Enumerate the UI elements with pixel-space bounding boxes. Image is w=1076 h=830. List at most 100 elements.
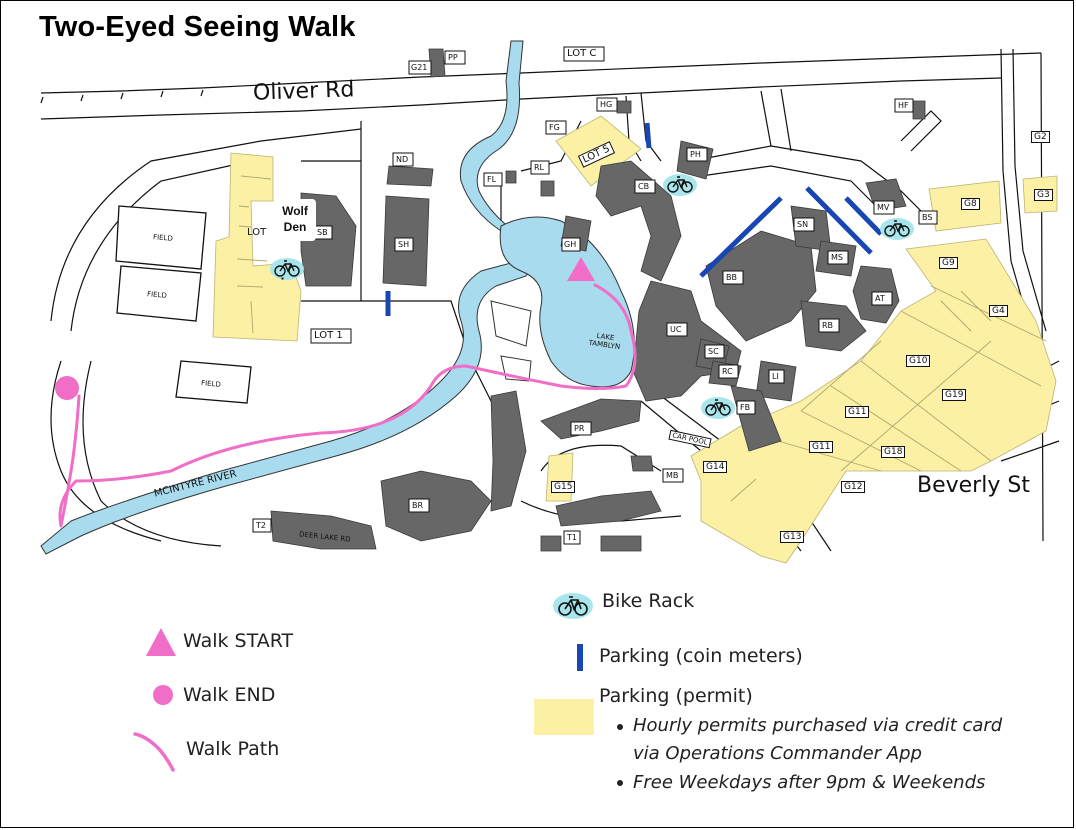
building-label-pr: PR <box>574 424 585 433</box>
permit-label-g8: G8 <box>961 198 980 210</box>
label-boxes <box>252 50 938 545</box>
building-label-fl: FL <box>487 175 497 184</box>
building-label-sn: SN <box>797 220 809 229</box>
building-res-south <box>270 510 377 550</box>
building-label-ph: PH <box>690 150 701 159</box>
legend-path-line <box>133 732 175 772</box>
legend-walk-end: Walk END <box>183 684 276 706</box>
building-label-nd: ND <box>396 155 409 164</box>
building-label-gh: GH <box>564 240 577 249</box>
building-misc1 <box>540 535 562 552</box>
legend-bullet-1 <box>617 724 623 730</box>
building-fl <box>505 170 517 184</box>
permit-label-g13: G13 <box>780 531 805 543</box>
building-label-ms: MS <box>831 253 843 262</box>
building-res-mid <box>555 490 662 527</box>
field-north <box>115 205 207 270</box>
building-mb <box>630 455 654 472</box>
permit-label-g9: G9 <box>939 257 958 269</box>
road-label-beverly: Beverly St <box>917 473 1030 498</box>
sports-fields <box>115 205 252 404</box>
legend-walk-start: Walk START <box>183 630 294 652</box>
legend-bike-rack: Bike Rack <box>602 590 695 612</box>
legend-note-1-line-1: Hourly permits purchased via credit card <box>633 715 1003 736</box>
building-label-at: AT <box>875 294 885 303</box>
permit-lot-g9-g4 <box>690 238 1057 564</box>
walk-path <box>58 283 637 528</box>
building-misc2 <box>600 535 642 552</box>
page-title: Two-Eyed Seeing Walk <box>39 11 356 43</box>
building-label-rb: RB <box>822 321 834 330</box>
building-nd <box>386 165 434 187</box>
bike-racks <box>270 174 914 419</box>
field-south <box>116 265 202 322</box>
lot-label-boxes <box>310 46 605 344</box>
bike-rack-marker <box>701 397 735 419</box>
coin-meter-3 <box>699 196 783 278</box>
building-label-hf: HF <box>898 101 909 110</box>
building-label-cb: CB <box>638 182 650 191</box>
building-label-li: LI <box>772 372 779 381</box>
building-label-sc: SC <box>708 347 719 356</box>
legend-note-1-line-2: via Operations Commander App <box>633 743 922 764</box>
wolf-den-line1: Wolf <box>282 204 308 218</box>
bike-rack-marker <box>880 218 914 240</box>
mcintyre-river <box>40 40 533 555</box>
legend-bullet-2 <box>617 780 623 786</box>
building-label-pp: PP <box>448 53 458 62</box>
permit-label-g15: G15 <box>551 481 576 493</box>
bike-rack-marker <box>663 174 697 196</box>
permit-label-g19: G19 <box>942 389 967 401</box>
lot-label-west: LOT <box>247 227 267 238</box>
walk-start-marker <box>567 257 595 281</box>
building-label-t2: T2 <box>256 521 266 530</box>
building-pr-row <box>540 398 642 440</box>
coin-meter-4 <box>805 186 873 255</box>
bike-rack-marker <box>270 258 304 280</box>
permit-label-g18: G18 <box>881 446 906 458</box>
building-label-uc: UC <box>670 325 682 334</box>
permit-label-g14: G14 <box>703 461 728 473</box>
building-hf <box>912 100 926 120</box>
legend-coin-meters: Parking (coin meters) <box>599 645 803 667</box>
building-label-fg: FG <box>549 123 560 132</box>
legend-note-2: Free Weekdays after 9pm & Weekends <box>633 772 986 793</box>
building-label-fb: FB <box>740 403 751 412</box>
permit-label-g10: G10 <box>906 355 931 367</box>
legend-end-circle <box>153 685 173 705</box>
lot-label-1: LOT 1 <box>314 330 343 341</box>
building-rl <box>540 180 555 197</box>
building-label-bb: BB <box>726 273 737 282</box>
permit-label-g3: G3 <box>1034 189 1053 201</box>
building-label-br: BR <box>412 501 424 510</box>
permit-label-g11b: G11 <box>809 441 834 453</box>
building-label-rc: RC <box>722 367 733 376</box>
wolf-den-line2: Den <box>283 220 307 234</box>
wolf-den-label: Wolf Den <box>274 199 316 241</box>
permit-label-g12: G12 <box>841 481 866 493</box>
building-cb <box>595 160 682 282</box>
field-east <box>175 360 252 404</box>
permit-label-g4: G4 <box>989 305 1008 317</box>
building-label-rl: RL <box>534 163 545 172</box>
legend-walk-path: Walk Path <box>186 738 280 760</box>
building-label-mv: MV <box>877 203 890 212</box>
permit-lot-lines <box>236 175 1047 502</box>
building-label-mb: MB <box>666 471 679 480</box>
building-label-bs: BS <box>922 213 933 222</box>
lot-label-c: LOT C <box>567 48 597 59</box>
coin-meter-parking <box>385 122 883 316</box>
coin-meter-5 <box>844 196 883 236</box>
permit-label-g2: G2 <box>1031 131 1050 143</box>
permit-label-g11a: G11 <box>845 406 870 418</box>
building-label-t1: T1 <box>567 533 577 542</box>
legend-start-triangle <box>146 628 176 656</box>
coin-meter-1 <box>644 122 652 149</box>
legend-bike-icon <box>553 593 593 619</box>
legend-coin-meter-bar <box>577 644 583 671</box>
building-label-g21: G21 <box>411 63 428 72</box>
building-label-sb: SB <box>317 228 328 237</box>
